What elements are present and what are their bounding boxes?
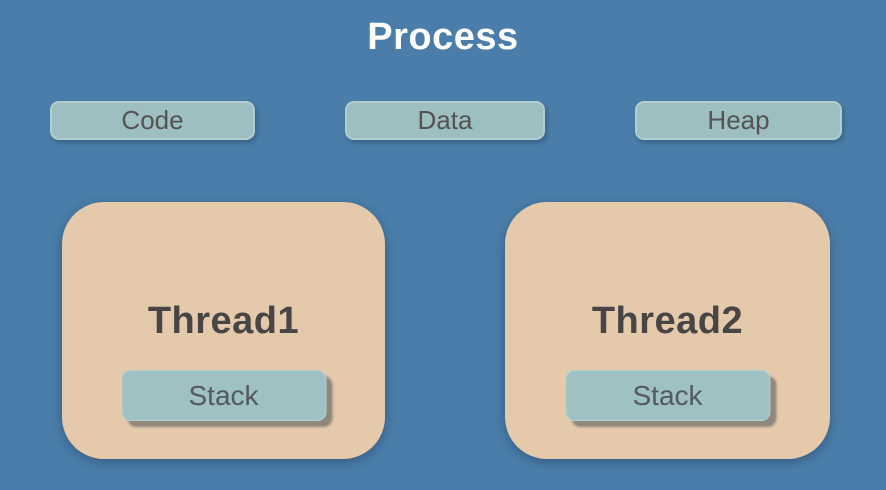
- heap-segment-box: Heap: [635, 101, 842, 140]
- data-segment-box: Data: [345, 101, 545, 140]
- thread1-stack-box: Stack: [121, 370, 326, 421]
- thread2-box: Thread2 Stack: [505, 202, 830, 459]
- thread2-stack-box: Stack: [565, 370, 770, 421]
- process-title: Process: [367, 16, 519, 58]
- thread1-label: Thread1: [147, 300, 300, 342]
- thread1-box: Thread1 Stack: [62, 202, 385, 459]
- code-segment-box: Code: [50, 101, 255, 140]
- thread2-label: Thread2: [591, 300, 744, 342]
